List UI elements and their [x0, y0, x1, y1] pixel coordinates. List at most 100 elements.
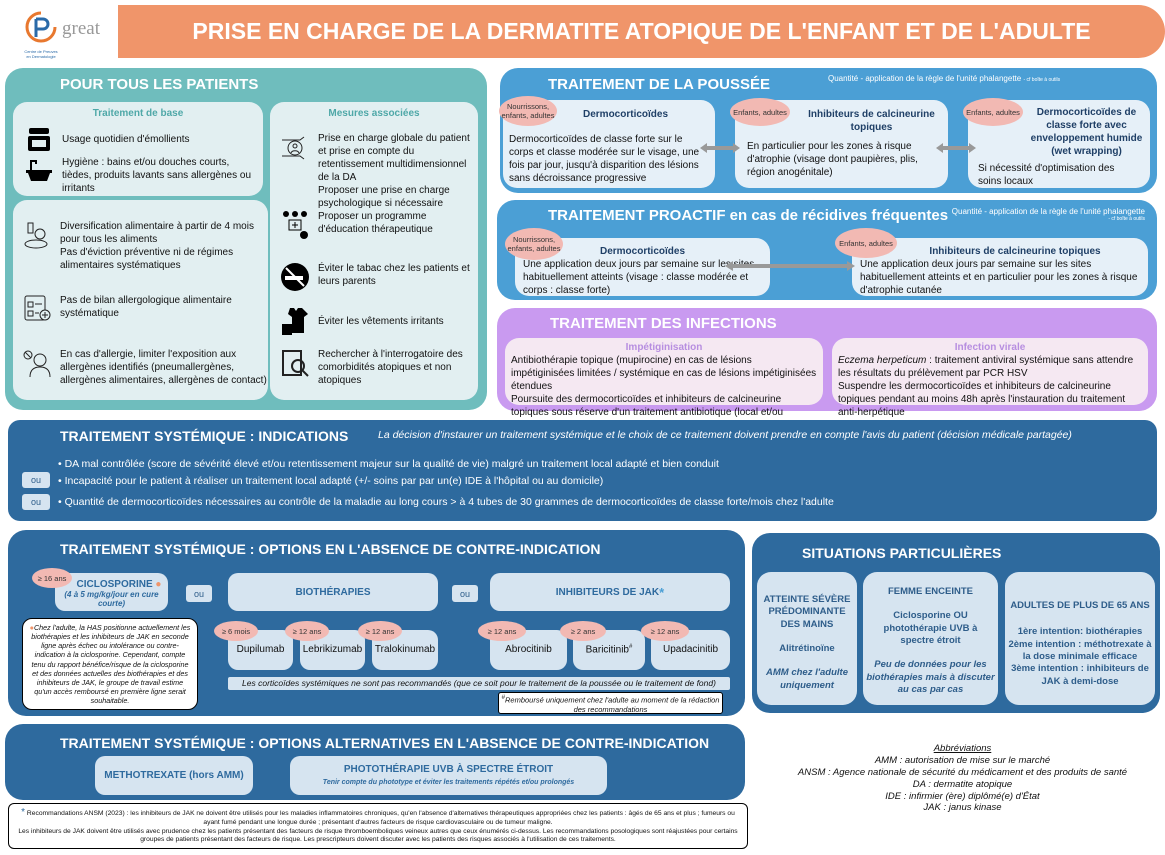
card-title: ATTEINTE SÉVÈRE PRÉDOMINANTE DES MAINS — [763, 594, 851, 630]
hands-card: ATTEINTE SÉVÈRE PRÉDOMINANTE DES MAINS Al… — [757, 572, 857, 705]
abbreviation-item: DA : dermatite atopique — [912, 778, 1013, 790]
base-treatment-title: Traitement de base — [92, 108, 184, 119]
indications-title: TRAITEMENT SYSTÉMIQUE : INDICATIONS — [60, 428, 349, 444]
diet-allergy-card — [13, 200, 268, 400]
hash-mark: # — [501, 694, 505, 701]
card-text: Si nécessité d'optimisation des soins lo… — [978, 163, 1115, 187]
allergy-test-text: Pas de bilan allergologique alimentaire … — [60, 295, 232, 319]
eczema-herpeticum: Eczema herpeticum — [838, 355, 927, 366]
has-note-text: Chez l'adulte, la HAS positionne actuell… — [31, 623, 191, 706]
education-text: Proposer un programme d'éducation thérap… — [318, 211, 433, 235]
card-title: Infection virale — [954, 342, 1026, 353]
card-text: Antibiothérapie topique (mupirocine) en … — [511, 355, 817, 431]
or-badge: ou — [22, 472, 50, 488]
indication-item: • Incapacité pour le patient à réaliser … — [58, 475, 604, 487]
drug-name: Lebrikizumab — [302, 644, 363, 655]
proactive-title: TRAITEMENT PROACTIF en cas de récidives … — [548, 207, 949, 224]
reimbursement-note: #Remboursé uniquement chez l'adulte au m… — [498, 692, 723, 714]
indications-subtitle: La décision d'instaurer un traitement sy… — [378, 429, 1072, 441]
food-icon — [24, 222, 48, 249]
phototherapy-card: PHOTOTHÉRAPIE UVB À SPECTRE ÉTROIT Tenir … — [290, 756, 607, 795]
biotherapies-card: BIOTHÉRAPIES — [228, 573, 438, 611]
ciclosporine-label: CICLOSPORINE — [76, 579, 153, 590]
age-badge: ≥ 6 mois — [214, 621, 258, 641]
card-text: Une application deux jours par semaine s… — [523, 259, 755, 296]
search-document-icon — [282, 350, 309, 377]
no-smoking-icon — [281, 263, 309, 291]
age-badge: Enfants, adultes — [963, 98, 1023, 126]
card-text: : traitement antiviral systémique sans a… — [838, 355, 1134, 418]
age-badge: Enfants, adultes — [730, 98, 790, 126]
age-badge: ≥ 2 ans — [560, 621, 606, 641]
corticoids-note: Les corticoïdes systémiques ne sont pas … — [228, 677, 730, 690]
age-badge: ≥ 12 ans — [641, 621, 689, 641]
indication-text: DA mal contrôlée (score de sévérité élev… — [64, 458, 719, 470]
age-badge: ≥ 12 ans — [285, 621, 329, 641]
base-treatment-card — [13, 102, 263, 196]
card-title: Inhibiteurs de calcineurine topiques — [929, 246, 1101, 257]
has-note: ●Chez l'adulte, la HAS positionne actuel… — [22, 618, 198, 710]
age-badge: Nourrissons, enfants, adultes — [499, 96, 557, 126]
baricitinib-label: Baricitinib — [585, 644, 629, 656]
abbreviations-title: Abbréviations — [933, 743, 992, 754]
clothing-text: Éviter les vêtements irritants — [318, 315, 444, 327]
card-title: Inhibiteurs de calcineurine topiques — [808, 109, 935, 133]
hash-mark: # — [629, 644, 633, 650]
card-text: Une application deux jours par semaine s… — [860, 259, 1138, 296]
cpd-logo-text: Centre de Preuves en Dermatologie — [24, 49, 58, 59]
indication-text: Quantité de dermocorticoïdes nécessaires… — [64, 496, 834, 508]
orange-dot-icon: ● — [155, 579, 162, 590]
indication-item: • Quantité de dermocorticoïdes nécessair… — [58, 496, 834, 508]
clothing-icon — [282, 308, 308, 335]
abbreviation-item: AMM : autorisation de mise sur le marché — [874, 754, 1051, 766]
phototherapy-note: Tenir compte du phototype et éviter les … — [322, 779, 575, 786]
card-drug: Alitrétinoïne — [779, 643, 835, 655]
alternatives-title: TRAITEMENT SYSTÉMIQUE : OPTIONS ALTERNAT… — [60, 735, 710, 751]
education-group-icon — [283, 211, 308, 239]
age-badge: Nourrissons, enfants, adultes — [505, 228, 563, 260]
card-line: 2ème intention : méthotrexate à la dose … — [1008, 638, 1152, 663]
associated-measures-title: Mesures associées — [328, 108, 420, 119]
jak-label: INHIBITEURS DE JAK — [555, 586, 660, 598]
footnote-p2: Les inhibiteurs de JAK doivent être util… — [18, 827, 738, 844]
card-line: 3ème intention : inhibiteurs de JAK à de… — [1011, 663, 1149, 687]
footnote-p1: Recommandations ANSM (2023) : les inhibi… — [26, 810, 735, 826]
age-badge: ≥ 12 ans — [478, 621, 526, 641]
drug-name: Baricitinib# — [573, 644, 645, 655]
drug-name: Dupilumab — [236, 644, 285, 655]
asterisk: * — [21, 807, 26, 818]
card-title: Dermocorticoïdes — [583, 109, 669, 120]
orange-dot-icon: ● — [29, 623, 34, 632]
indication-text: Incapacité pour le patient à réaliser un… — [64, 475, 604, 487]
bathtub-icon — [26, 160, 52, 181]
abbreviation-item: IDE : infirmier (ère) diplômé(e) d'État — [885, 790, 1040, 802]
situations-title: SITUATIONS PARTICULIÈRES — [802, 545, 1002, 561]
phototherapy-label: PHOTOTHÉRAPIE UVB À SPECTRE ÉTROIT — [343, 764, 554, 775]
card-line: 1ère intention: biothérapies — [1017, 626, 1143, 638]
double-arrow-icon — [936, 143, 976, 153]
care-hands-icon — [282, 136, 305, 160]
allergy-person-icon — [23, 350, 51, 378]
flare-quantity-note: Quantité - application de la règle de l'… — [828, 74, 1060, 83]
age-badge: ≥ 16 ans — [32, 568, 72, 588]
card-text: Dermocorticoïdes de classe forte sur le … — [509, 134, 700, 184]
ciclosporine-card: CICLOSPORINE ●(4 à 5 mg/kg/jour en cure … — [55, 573, 168, 611]
flare-note-text: Quantité - application de la règle de l'… — [828, 74, 1022, 83]
age-badge: Enfants, adultes — [835, 228, 897, 258]
panel-all-patients-title: POUR TOUS LES PATIENTS — [60, 76, 259, 93]
hygiene-text: Hygiène : bains et/ou douches courts, ti… — [62, 157, 252, 194]
asterisk: * — [659, 584, 665, 600]
card-title: Dermocorticoïdes de classe forte avec en… — [1030, 107, 1143, 157]
drug-name: Tralokinumab — [374, 644, 436, 655]
or-badge: ou — [186, 585, 212, 602]
card-drug: Ciclosporine OU photothérapie UVB à spec… — [883, 610, 978, 647]
double-arrow-icon — [725, 261, 855, 271]
card-note: Peu de données pour les biothérapies mai… — [866, 659, 995, 696]
emollient-text: Usage quotidien d'émollients — [62, 133, 190, 145]
